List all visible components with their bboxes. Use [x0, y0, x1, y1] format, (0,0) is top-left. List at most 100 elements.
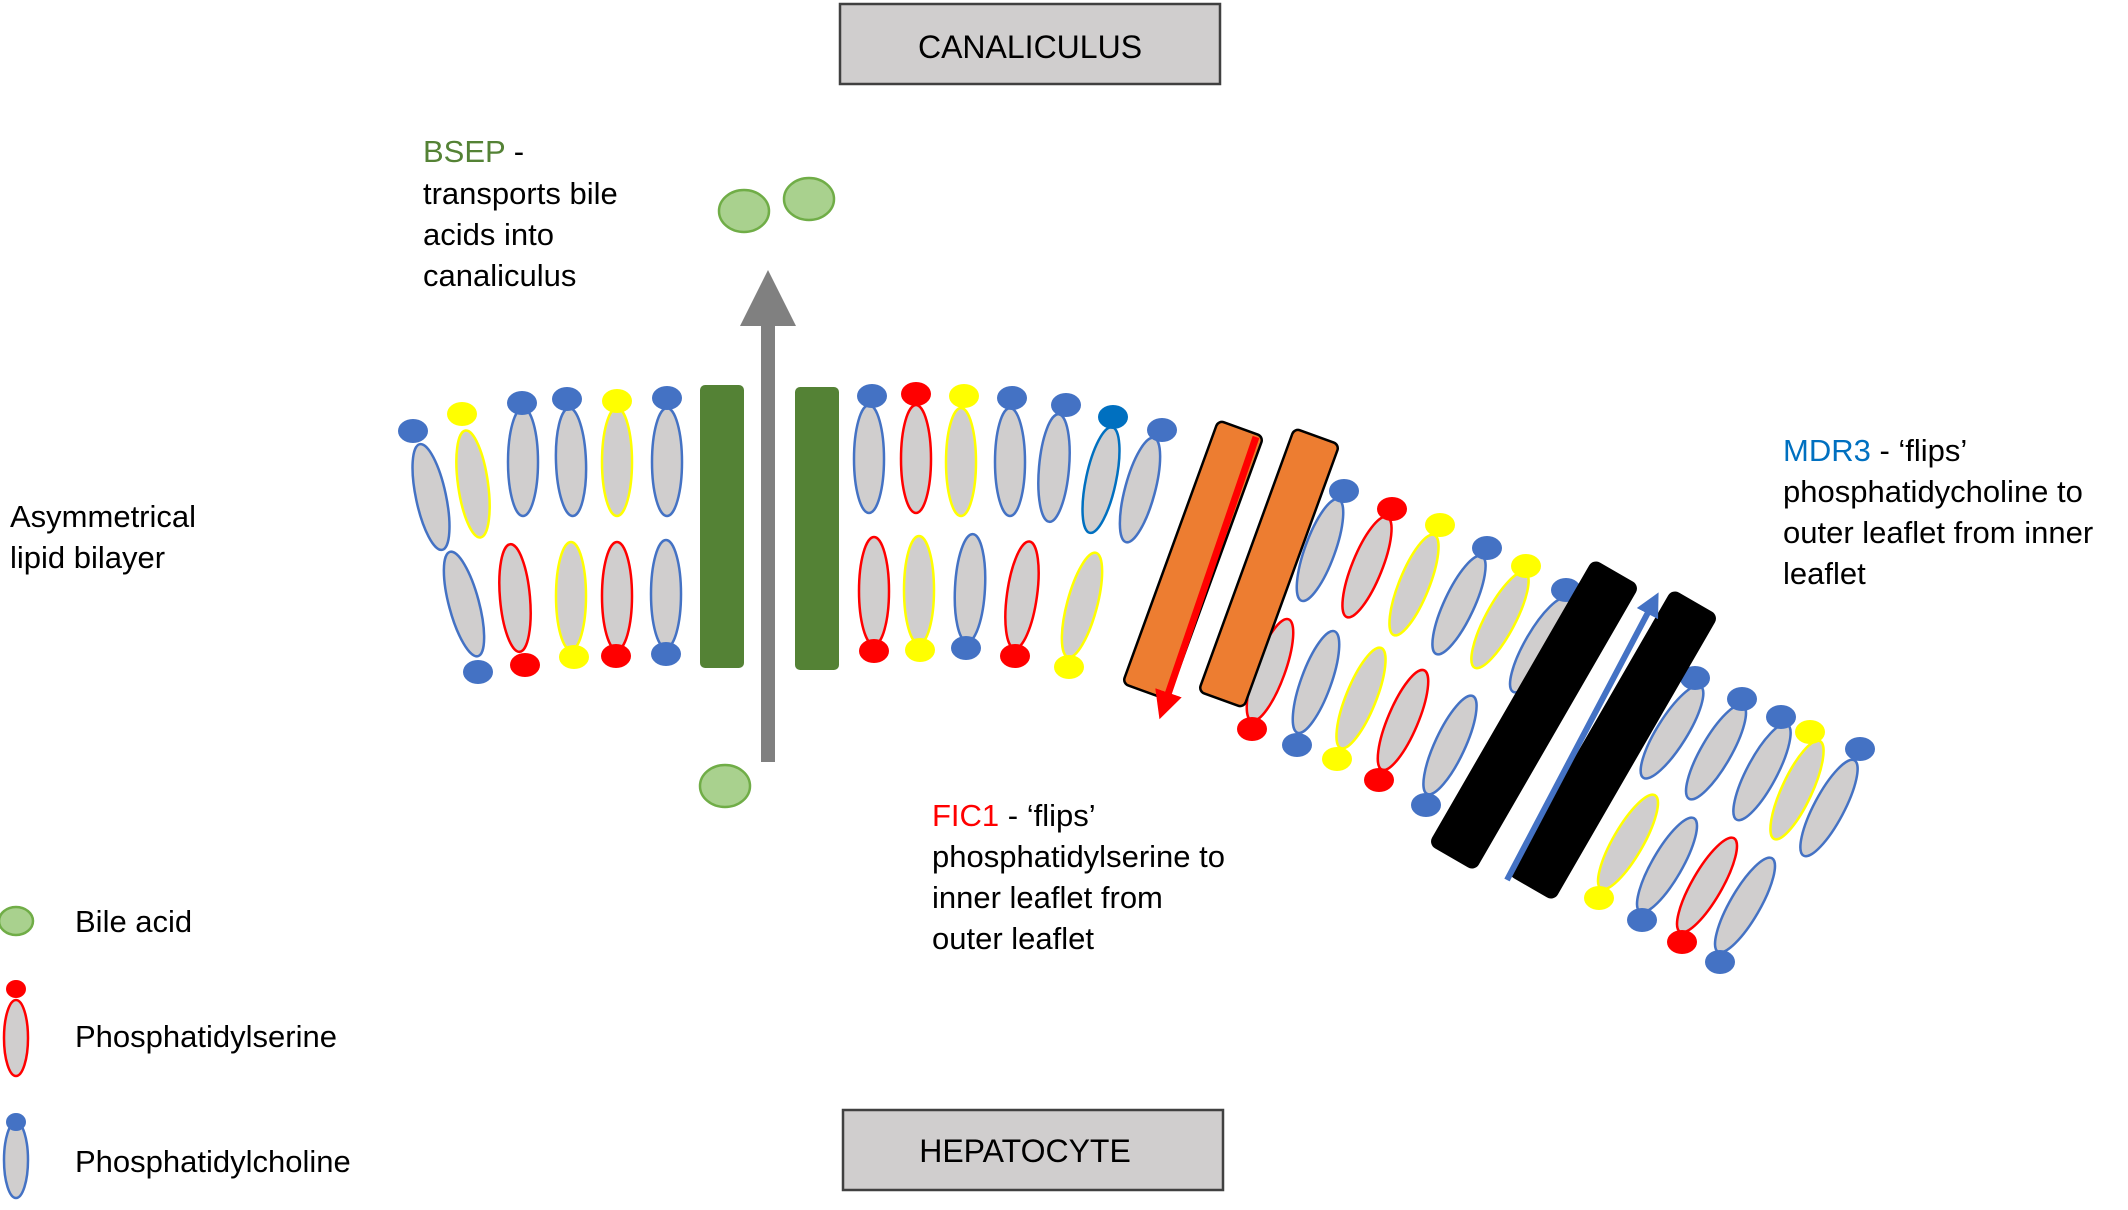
lipid-tail	[600, 540, 634, 652]
phosphatidylcholine-icon	[2, 1113, 30, 1200]
lipid-head	[1795, 720, 1825, 744]
lipid-tail	[1060, 551, 1104, 659]
inner-leaflet-phosphatidylcholine-43	[1705, 856, 1777, 974]
outer-leaflet-phosphatidylserine-8	[899, 382, 933, 515]
lipid-head	[1411, 793, 1441, 817]
lipid-head	[1051, 393, 1081, 417]
lipid-head	[1364, 768, 1394, 792]
outer-leaflet-phosphatidylcholine-21	[1684, 687, 1757, 801]
lipid-head	[1627, 908, 1657, 932]
lipid-head	[949, 384, 979, 408]
lipid-tail	[857, 535, 891, 647]
mdr3-subunit-right	[1510, 591, 1716, 899]
lipid-tail	[1037, 412, 1071, 524]
lipid-head	[1000, 644, 1030, 668]
outer-leaflet-lipid-yellow-head-18	[1470, 554, 1541, 670]
lipid-head	[651, 642, 681, 666]
lipid-tail	[944, 406, 978, 518]
outer-leaflet-phosphatidylcholine-17	[1431, 536, 1502, 656]
mdr3-transporter	[1431, 561, 1716, 899]
inner-leaflet-lipid-yellow-head-37	[1322, 646, 1387, 771]
legend-label-bile-acid: Bile acid	[75, 904, 192, 939]
lipid-head	[507, 391, 537, 415]
lipid-tail	[442, 550, 486, 658]
phosphatidylserine-icon	[2, 980, 30, 1078]
hepatocyte-label: HEPATOCYTE	[919, 1133, 1131, 1169]
lipid-head	[447, 402, 477, 426]
lipid-head	[463, 660, 493, 684]
lipid-tail	[554, 406, 588, 518]
inner-leaflet-phosphatidylserine-38	[1364, 668, 1430, 792]
outer-leaflet-lipid-yellow-head-23	[1769, 720, 1825, 841]
inner-leaflet-phosphatidylcholine-25	[442, 550, 493, 684]
lipid-head	[552, 387, 582, 411]
canaliculus-box: CANALICULUS	[838, 2, 1222, 86]
lipid-tail	[506, 406, 540, 518]
inner-leaflet-lipid-yellow-head-31	[902, 534, 936, 662]
legend-item-phosphatidylcholine: Phosphatidylcholine	[2, 1113, 351, 1200]
lipid-tail	[1291, 629, 1341, 735]
fic1-subunit-left	[1123, 420, 1263, 700]
fic1-description: FIC1 - ‘flips’ phosphatidylserine to inn…	[932, 798, 1234, 956]
lipid-head	[1705, 950, 1735, 974]
hepatocyte-box: HEPATOCYTE	[841, 1108, 1225, 1192]
inner-leaflet-phosphatidylcholine-32	[951, 532, 987, 660]
mdr3-name: MDR3	[1783, 433, 1871, 468]
bsep-description: BSEP - transports bile acids into canali…	[423, 134, 626, 293]
outer-leaflet-lipid-yellow-head-2	[447, 402, 491, 539]
lipid-tail	[902, 534, 936, 646]
lipid-head	[1472, 536, 1502, 560]
outer-leaflet-phosphatidylcholine-7	[852, 384, 887, 515]
legend-label-phosphatidylserine: Phosphatidylserine	[75, 1019, 337, 1054]
lipid-tail	[1004, 540, 1040, 650]
outer-leaflet-phosphatidylcholine-13	[1118, 418, 1177, 544]
inner-leaflet-phosphatidylserine-35	[1237, 617, 1295, 741]
lipid-tail	[852, 403, 886, 515]
lipid-head	[1425, 513, 1455, 537]
lipid-tail	[411, 442, 451, 552]
inner-leaflet-phosphatidylcholine-29	[649, 538, 683, 666]
inner-leaflet-phosphatidylserine-30	[857, 535, 891, 663]
lipid-head	[951, 636, 981, 660]
outer-leaflet-phosphatidylcholine-24	[1799, 737, 1875, 858]
lipid-bilayer	[398, 382, 1875, 974]
legend: Bile acid Phosphatidylserine Phosphatidy…	[0, 904, 351, 1200]
outer-leaflet-phosphatidylcholine-14	[1295, 479, 1359, 603]
lipid-head	[602, 389, 632, 413]
lipid-tail	[554, 540, 588, 652]
mdr3-subunit-left	[1431, 561, 1637, 869]
inner-leaflet-phosphatidylcholine-39	[1411, 694, 1478, 817]
outer-leaflet-phosphatidylcholine-10	[993, 386, 1027, 518]
outer-leaflet-phosphatidylcholine-6	[650, 386, 684, 518]
lipid-tail	[899, 403, 933, 515]
lipid-head	[1098, 405, 1128, 429]
bile-acid-canaliculus-1	[717, 188, 771, 234]
outer-leaflet-lipid-yellow-head-5	[600, 389, 634, 518]
lipid-tail	[993, 406, 1027, 518]
bsep-name: BSEP	[423, 134, 505, 169]
lipid-head	[997, 386, 1027, 410]
lipid-head	[1237, 717, 1267, 741]
lipid-head	[1329, 479, 1359, 503]
outer-leaflet-phosphatidylcholine-4	[552, 387, 588, 518]
mdr3-flip-arrow	[1504, 592, 1659, 882]
outer-leaflet-phosphatidylcholine-1	[398, 419, 451, 552]
bilayer-label: Asymmetrical lipid bilayer	[10, 499, 205, 575]
fic1-flip-arrow	[1155, 435, 1260, 720]
canaliculus-label: CANALICULUS	[918, 29, 1142, 65]
lipid-head	[1054, 655, 1084, 679]
lipid-head	[1667, 930, 1697, 954]
outer-leaflet-phosphatidylcholine-12	[1081, 405, 1128, 535]
lipid-head	[901, 382, 931, 406]
lipid-head	[1511, 554, 1541, 578]
lipid-head	[510, 653, 540, 677]
bile-acid-canaliculus-2	[782, 176, 836, 222]
inner-leaflet-phosphatidylserine-26	[498, 542, 540, 677]
outer-leaflet-phosphatidylserine-15	[1341, 497, 1407, 619]
outer-leaflet-lipid-yellow-head-9	[944, 384, 979, 518]
lipid-head	[905, 638, 935, 662]
bsep-subunit-right	[795, 387, 839, 670]
outer-leaflet-lipid-yellow-head-16	[1388, 513, 1455, 637]
inner-leaflet-lipid-yellow-head-27	[554, 540, 589, 669]
lipid-tail	[953, 532, 987, 644]
